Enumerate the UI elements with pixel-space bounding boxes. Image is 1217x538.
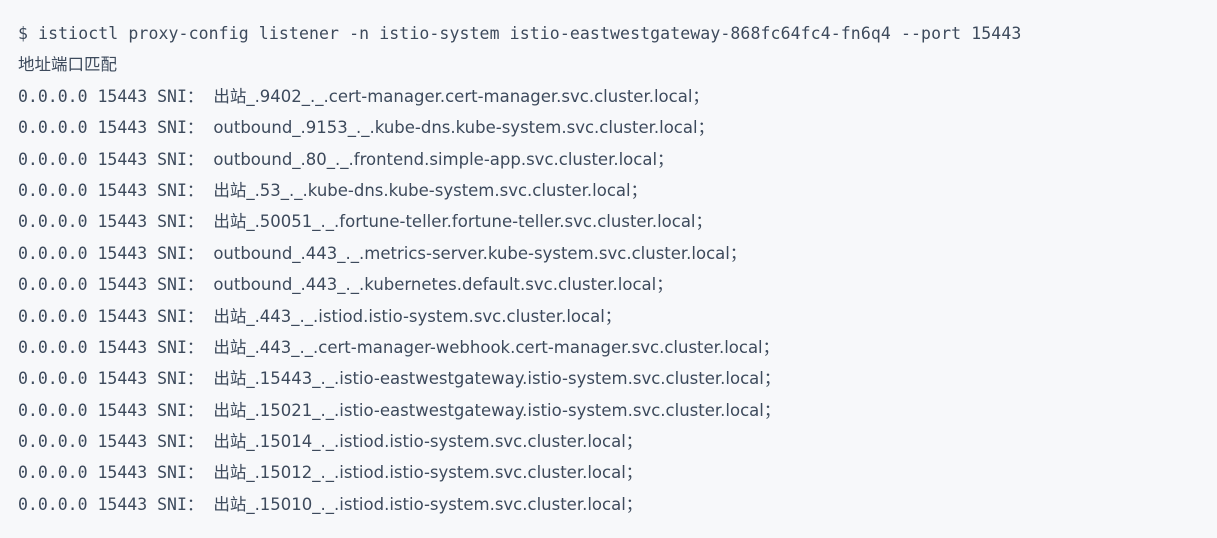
listener-rows: 0.0.0.0 15443 SNI： 出站_.9402_._.cert-mana…	[18, 81, 1217, 520]
listener-row: 0.0.0.0 15443 SNI： 出站_.15021_._.istio-ea…	[18, 395, 1217, 426]
listener-row-prefix: 0.0.0.0 15443 SNI：	[18, 432, 214, 452]
listener-row-terminator: ；	[656, 275, 673, 295]
listener-row-direction: 出站	[213, 432, 247, 452]
listener-row-direction: 出站	[213, 86, 247, 106]
listener-row-prefix: 0.0.0.0 15443 SNI：	[18, 275, 214, 295]
listener-row: 0.0.0.0 15443 SNI： 出站_.15443_._.istio-ea…	[18, 363, 1217, 394]
command-line: $ istioctl proxy-config listener -n isti…	[18, 24, 1022, 43]
listener-row-terminator: ；	[604, 306, 622, 326]
listener-row: 0.0.0.0 15443 SNI： outbound_.80_._.front…	[18, 144, 1217, 175]
listener-row-sni: _.15010_._.istiod.istio-system.svc.clust…	[246, 494, 626, 514]
listener-row-terminator: ；	[657, 149, 674, 169]
listener-row-direction: 出站	[213, 180, 247, 200]
listener-row-terminator: ；	[762, 337, 780, 357]
listener-row-terminator: ；	[630, 180, 648, 200]
listener-row: 0.0.0.0 15443 SNI： 出站_.50051_._.fortune-…	[18, 206, 1217, 237]
listener-row-direction: 出站	[213, 369, 247, 389]
listener-row-sni: _.15014_._.istiod.istio-system.svc.clust…	[246, 432, 626, 452]
listener-row-prefix: 0.0.0.0 15443 SNI：	[18, 337, 214, 357]
listener-row-direction: 出站	[213, 494, 247, 514]
listener-row: 0.0.0.0 15443 SNI： outbound_.443_._.metr…	[18, 238, 1217, 269]
listener-row-prefix: 0.0.0.0 15443 SNI：	[18, 306, 214, 326]
listener-row: 0.0.0.0 15443 SNI： 出站_.15012_._.istiod.i…	[18, 457, 1217, 488]
listener-row: 0.0.0.0 15443 SNI： 出站_.53_._.kube-dns.ku…	[18, 175, 1217, 206]
listener-row-prefix: 0.0.0.0 15443 SNI：	[18, 369, 214, 389]
listener-row-sni: _.15021_._.istio-eastwestgateway.istio-s…	[246, 400, 764, 420]
listener-row-sni: _.53_._.kube-dns.kube-system.svc.cluster…	[246, 180, 631, 200]
listener-row: 0.0.0.0 15443 SNI： 出站_.443_._.cert-manag…	[18, 332, 1217, 363]
listener-row-sni: _.15443_._.istio-eastwestgateway.istio-s…	[246, 369, 764, 389]
listener-row-prefix: 0.0.0.0 15443 SNI：	[18, 86, 214, 106]
listener-row-prefix: 0.0.0.0 15443 SNI：	[18, 243, 214, 263]
listener-row-direction: 出站	[213, 337, 247, 357]
listener-row: 0.0.0.0 15443 SNI： outbound_.443_._.kube…	[18, 269, 1217, 300]
listener-row-prefix: 0.0.0.0 15443 SNI：	[18, 180, 214, 200]
listener-row: 0.0.0.0 15443 SNI： 出站_.15014_._.istiod.i…	[18, 426, 1217, 457]
column-header-label: 地址端口匹配	[18, 55, 117, 75]
listener-row-sni: _.443_._.kubernetes.default.svc.cluster.…	[292, 275, 657, 295]
listener-row: 0.0.0.0 15443 SNI： 出站_.9402_._.cert-mana…	[18, 81, 1217, 112]
listener-row-prefix: 0.0.0.0 15443 SNI：	[18, 494, 214, 514]
listener-row-direction: outbound	[213, 149, 293, 169]
listener-row-direction: 出站	[213, 212, 247, 232]
listener-row-sni: _.80_._.frontend.simple-app.svc.cluster.…	[292, 149, 658, 169]
listener-row-prefix: 0.0.0.0 15443 SNI：	[18, 149, 214, 169]
listener-row-terminator: ；	[729, 243, 747, 263]
listener-row-prefix: 0.0.0.0 15443 SNI：	[18, 463, 214, 483]
listener-row: 0.0.0.0 15443 SNI： outbound_.9153_._.kub…	[18, 112, 1217, 143]
listener-row-direction: 出站	[213, 400, 247, 420]
listener-row-direction: 出站	[213, 306, 247, 326]
listener-row-terminator: ；	[625, 494, 643, 514]
listener-row-direction: outbound	[213, 243, 293, 263]
listener-row: 0.0.0.0 15443 SNI： 出站_.443_._.istiod.ist…	[18, 301, 1217, 332]
listener-row-terminator: ；	[697, 118, 715, 138]
listener-row-terminator: ；	[692, 86, 709, 106]
listener-row-sni: _.15012_._.istiod.istio-system.svc.clust…	[246, 463, 626, 483]
listener-row-sni: _.443_._.metrics-server.kube-system.svc.…	[292, 243, 730, 263]
listener-row-prefix: 0.0.0.0 15443 SNI：	[18, 212, 214, 232]
listener-row-terminator: ；	[695, 212, 713, 232]
listener-row-sni: _.9153_._.kube-dns.kube-system.svc.clust…	[292, 118, 698, 138]
listener-row: 0.0.0.0 15443 SNI： 出站_.15010_._.istiod.i…	[18, 489, 1217, 520]
listener-row-direction: outbound	[213, 118, 293, 138]
listener-row-sni: _.443_._.istiod.istio-system.svc.cluster…	[246, 306, 605, 326]
listener-row-terminator: ；	[763, 369, 781, 389]
listener-row-direction: 出站	[213, 463, 247, 483]
listener-row-prefix: 0.0.0.0 15443 SNI：	[18, 118, 214, 138]
listener-row-terminator: ；	[763, 400, 781, 420]
listener-row-prefix: 0.0.0.0 15443 SNI：	[18, 400, 214, 420]
listener-row-terminator: ；	[625, 463, 643, 483]
listener-row-sni: _.9402_._.cert-manager.cert-manager.svc.…	[246, 86, 693, 106]
listener-row-terminator: ；	[625, 432, 643, 452]
listener-row-sni: _.443_._.cert-manager-webhook.cert-manag…	[246, 337, 763, 357]
column-header: 地址端口匹配	[18, 49, 1217, 80]
listener-row-direction: outbound	[213, 275, 293, 295]
listener-row-sni: _.50051_._.fortune-teller.fortune-teller…	[246, 212, 696, 232]
